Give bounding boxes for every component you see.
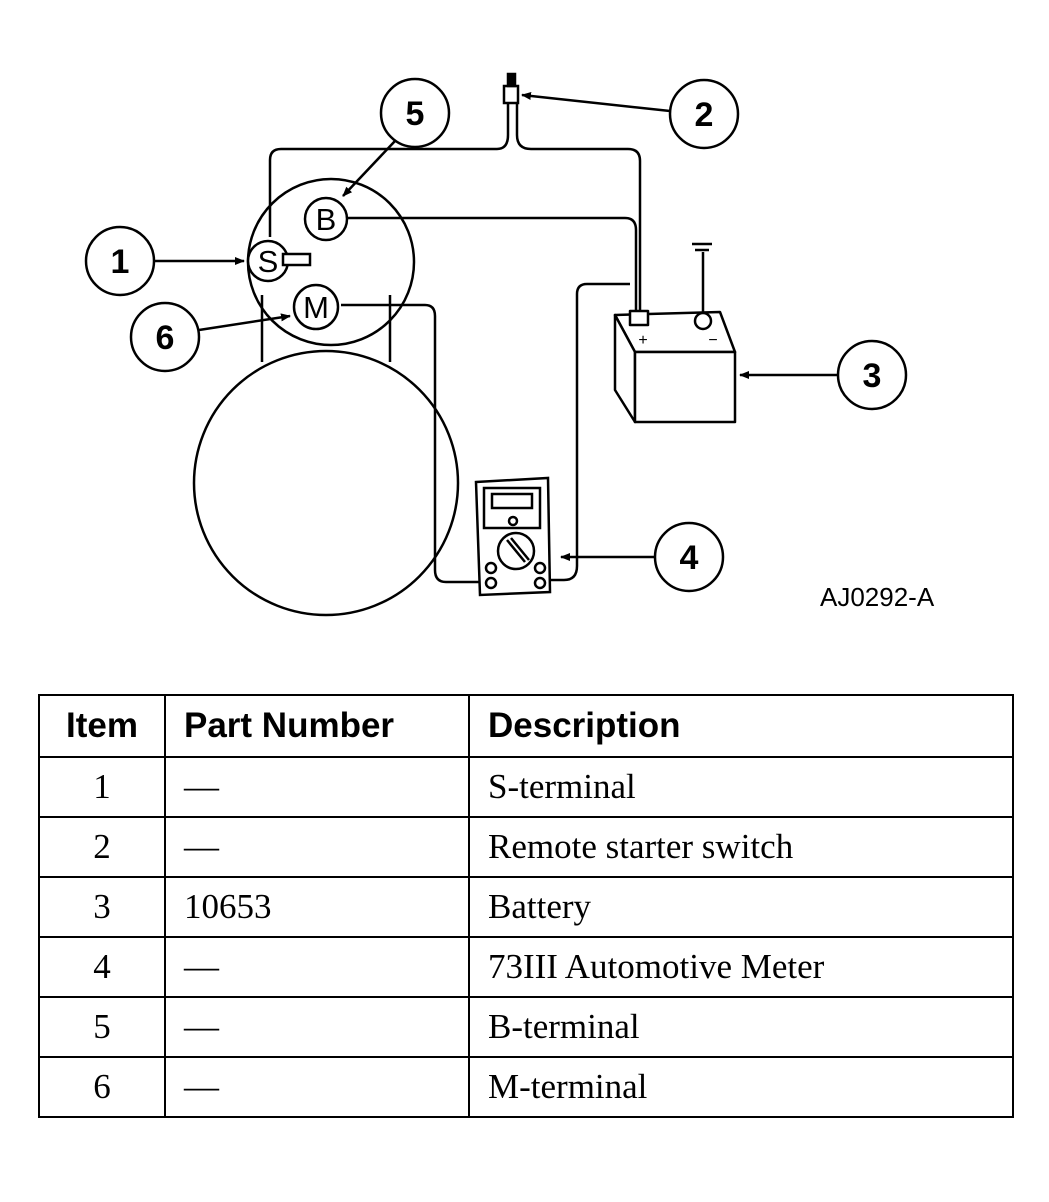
cell-item: 5 <box>38 996 166 1058</box>
cell-item: 3 <box>38 876 166 938</box>
battery <box>613 242 737 424</box>
callout-1: 1 <box>84 225 245 297</box>
m-terminal: M <box>292 283 340 331</box>
table-row: 1 — S-terminal <box>38 756 1014 818</box>
battery-positive-post <box>628 309 650 327</box>
callout-6-label: 6 <box>156 319 175 357</box>
battery-positive-mark: + <box>638 332 647 349</box>
m-terminal-label: M <box>303 290 329 325</box>
cell-part-number: 10653 <box>164 876 470 938</box>
parts-table: Item Part Number Description 1 — S-termi… <box>38 694 1014 1118</box>
remote-starter-switch <box>502 72 520 105</box>
wire-battery-negative-to-meter <box>543 282 630 582</box>
battery-negative-mark: − <box>708 332 717 349</box>
s-terminal-label: S <box>258 244 279 279</box>
callout-5-label: 5 <box>406 95 425 133</box>
cell-item: 4 <box>38 936 166 998</box>
wire-switch-to-battery-positive <box>515 100 642 312</box>
cell-description: Battery <box>468 876 1014 938</box>
callout-1-label: 1 <box>111 243 130 281</box>
cell-item: 6 <box>38 1056 166 1118</box>
cell-part-number: — <box>164 816 470 878</box>
cell-part-number: — <box>164 936 470 998</box>
automotive-meter <box>474 476 552 597</box>
cell-part-number: — <box>164 996 470 1058</box>
header-item: Item <box>38 694 166 758</box>
cell-part-number: — <box>164 1056 470 1118</box>
cell-description: B-terminal <box>468 996 1014 1058</box>
cell-description: M-terminal <box>468 1056 1014 1118</box>
callout-6: 6 <box>129 301 291 373</box>
callout-4: 4 <box>560 521 725 593</box>
cell-description: Remote starter switch <box>468 816 1014 878</box>
callout-2-label: 2 <box>695 96 714 134</box>
cell-part-number: — <box>164 756 470 818</box>
header-part-number: Part Number <box>164 694 470 758</box>
b-terminal: B <box>303 196 349 242</box>
table-row: 6 — M-terminal <box>38 1056 1014 1118</box>
callout-3-label: 3 <box>863 357 882 395</box>
battery-negative-post <box>693 311 713 331</box>
cell-item: 2 <box>38 816 166 878</box>
cell-item: 1 <box>38 756 166 818</box>
s-terminal: S <box>246 239 312 283</box>
table-row: 5 — B-terminal <box>38 996 1014 1058</box>
callout-5: 5 <box>342 77 451 197</box>
wire-b-terminal-to-battery <box>347 216 638 312</box>
callout-4-label: 4 <box>680 539 699 577</box>
table-row: 3 10653 Battery <box>38 876 1014 938</box>
table-header-row: Item Part Number Description <box>38 694 1014 758</box>
cell-description: S-terminal <box>468 756 1014 818</box>
starter-motor-body <box>192 349 460 617</box>
header-description: Description <box>468 694 1014 758</box>
b-terminal-label: B <box>316 202 337 237</box>
table-row: 2 — Remote starter switch <box>38 816 1014 878</box>
wiring-diagram: S B M + − 1 <box>84 72 935 617</box>
table-row: 4 — 73III Automotive Meter <box>38 936 1014 998</box>
callout-3: 3 <box>739 339 908 411</box>
figure-id: AJ0292-A <box>820 582 935 612</box>
cell-description: 73III Automotive Meter <box>468 936 1014 998</box>
callout-2: 2 <box>521 78 740 150</box>
wire-m-terminal-to-meter <box>341 303 492 584</box>
